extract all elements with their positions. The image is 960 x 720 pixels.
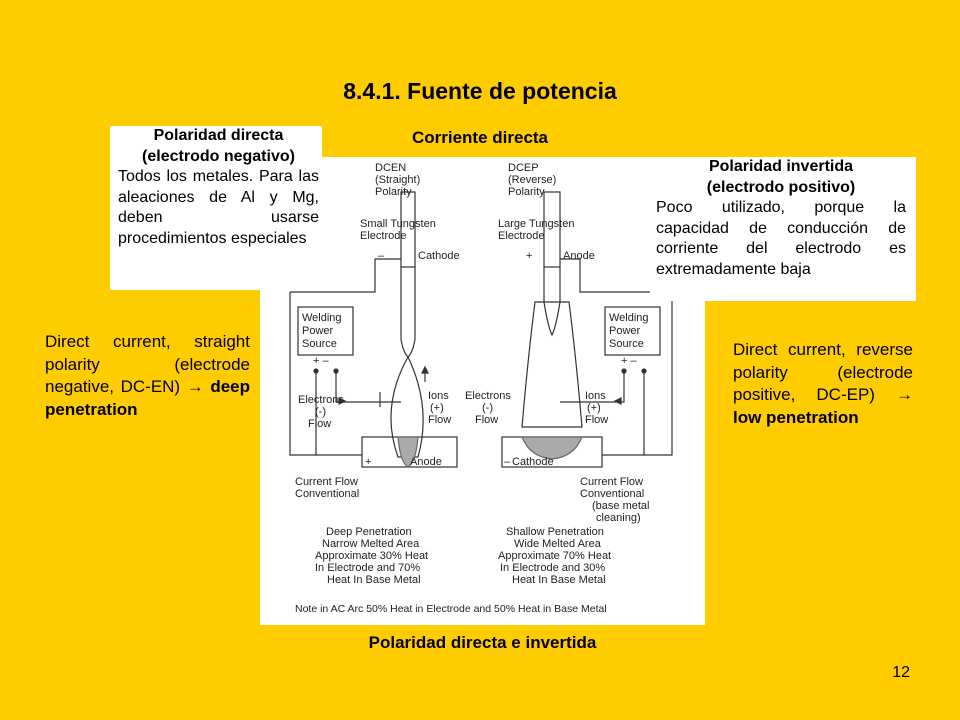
current-flow-right-2: Conventional: [580, 488, 644, 500]
shallow-penetration-1: Shallow Penetration: [506, 526, 604, 538]
workpiece-right-role: Cathode: [512, 456, 554, 468]
dcep-description: Direct current, reverse polarity (electr…: [733, 339, 913, 429]
reverse-polarity-heading-2: (electrodo positivo): [706, 178, 856, 196]
ions-right-1: Ions: [585, 390, 606, 402]
power-label-right-3: Source: [609, 338, 644, 350]
large-tungsten-electrode: [543, 191, 561, 268]
current-flow-left-2: Conventional: [295, 488, 359, 500]
small-tungsten-electrode: [400, 191, 416, 268]
deep-penetration-3: Approximate 30% Heat: [315, 550, 428, 562]
section-subtitle: Corriente directa: [411, 128, 549, 147]
ac-arc-note: Note in AC Arc 50% Heat in Electrode and…: [295, 603, 607, 615]
left-electrode-sign: –: [378, 250, 385, 262]
deep-penetration-5: Heat In Base Metal: [327, 574, 421, 586]
dcen-description-text: Direct current, straight polarity (elect…: [45, 332, 250, 397]
shallow-penetration-3: Approximate 70% Heat: [498, 550, 611, 562]
electrons-right-1: Electrons: [465, 390, 511, 402]
current-flow-right-4: cleaning): [596, 512, 641, 524]
right-electrode-sign: +: [526, 250, 532, 262]
figure-caption: Polaridad directa e invertida: [368, 633, 597, 652]
dcen-label-2: (Straight): [375, 174, 420, 186]
left-electrode-role: Cathode: [418, 250, 460, 262]
dcep-description-result: low penetration: [733, 407, 859, 427]
dcen-description: Direct current, straight polarity (elect…: [45, 331, 250, 421]
ions-right-2: (+): [587, 402, 601, 414]
power-source-left: [297, 306, 354, 356]
electrons-left-2: (-): [315, 406, 326, 418]
ions-right-3: Flow: [585, 414, 608, 426]
workpiece-left-sign: +: [365, 456, 371, 468]
polarity-diagram: DCEN (Straight) Polarity DCEP (Reverse) …: [260, 157, 705, 625]
ions-left-1: Ions: [428, 390, 449, 402]
deep-penetration-4: In Electrode and 70%: [315, 562, 420, 574]
terminals-left: + –: [313, 355, 329, 367]
dcep-label-1: DCEP: [508, 162, 539, 174]
page-title: 8.4.1. Fuente de potencia: [343, 78, 617, 104]
right-electrode-role: Anode: [563, 250, 595, 262]
shallow-penetration-5: Heat In Base Metal: [512, 574, 606, 586]
current-flow-right-1: Current Flow: [580, 476, 643, 488]
power-label-right-1: Welding: [609, 312, 649, 324]
electrode-tip-left: [400, 267, 416, 358]
large-tungsten-label-1: Large Tungsten: [498, 218, 574, 230]
melt-zone-right: [521, 436, 583, 460]
ions-left-2: (+): [430, 402, 444, 414]
dcen-label-1: DCEN: [375, 162, 406, 174]
arc-plume-right: [521, 301, 583, 428]
large-tungsten-label-2: Electrode: [498, 230, 544, 242]
page-number: 12: [892, 664, 910, 681]
dcen-description-result: deep penetration: [45, 377, 250, 419]
reverse-polarity-box: Polaridad invertida (electrodo positivo)…: [650, 157, 916, 301]
straight-polarity-heading-1: Polaridad directa: [153, 127, 284, 144]
electrons-left-3: Flow: [308, 418, 331, 430]
electrode-tip-right: [543, 267, 561, 337]
straight-polarity-heading-2: (electrodo negativo): [142, 147, 295, 165]
dcep-label-2: (Reverse): [508, 174, 556, 186]
dcep-description-text: Direct current, reverse polarity (electr…: [733, 340, 913, 405]
straight-polarity-body: Todos los metales. Para las aleaciones d…: [118, 168, 319, 247]
power-source-right: [604, 306, 661, 356]
dcep-label-3: Polarity: [508, 186, 545, 198]
reverse-polarity-heading-1: Polaridad invertida: [708, 158, 854, 175]
electrons-right-2: (-): [482, 402, 493, 414]
small-tungsten-label-1: Small Tungsten: [360, 218, 436, 230]
terminals-right: + –: [621, 355, 637, 367]
power-label-left-2: Power: [302, 325, 334, 337]
deep-penetration-1: Deep Penetration: [326, 526, 412, 538]
shallow-penetration-4: In Electrode and 30%: [500, 562, 605, 574]
small-tungsten-label-2: Electrode: [360, 230, 406, 242]
power-label-left-3: Source: [302, 338, 337, 350]
workpiece-right-sign: –: [504, 456, 511, 468]
current-flow-right-3: (base metal: [592, 500, 649, 512]
ions-left-3: Flow: [428, 414, 451, 426]
deep-penetration-2: Narrow Melted Area: [322, 538, 420, 550]
shallow-penetration-2: Wide Melted Area: [514, 538, 602, 550]
power-label-right-2: Power: [609, 325, 641, 337]
reverse-polarity-body: Poco utilizado, porque la capacidad de c…: [656, 199, 906, 278]
electrons-left-1: Electrons: [298, 394, 344, 406]
power-label-left-1: Welding: [302, 312, 342, 324]
melt-zone-left: [397, 436, 419, 468]
current-flow-left-1: Current Flow: [295, 476, 358, 488]
straight-polarity-box: Polaridad directa (electrodo negativo) T…: [110, 126, 322, 290]
dcen-label-3: Polarity: [375, 186, 412, 198]
electrons-right-3: Flow: [475, 414, 498, 426]
workpiece-left-role: Anode: [410, 456, 442, 468]
